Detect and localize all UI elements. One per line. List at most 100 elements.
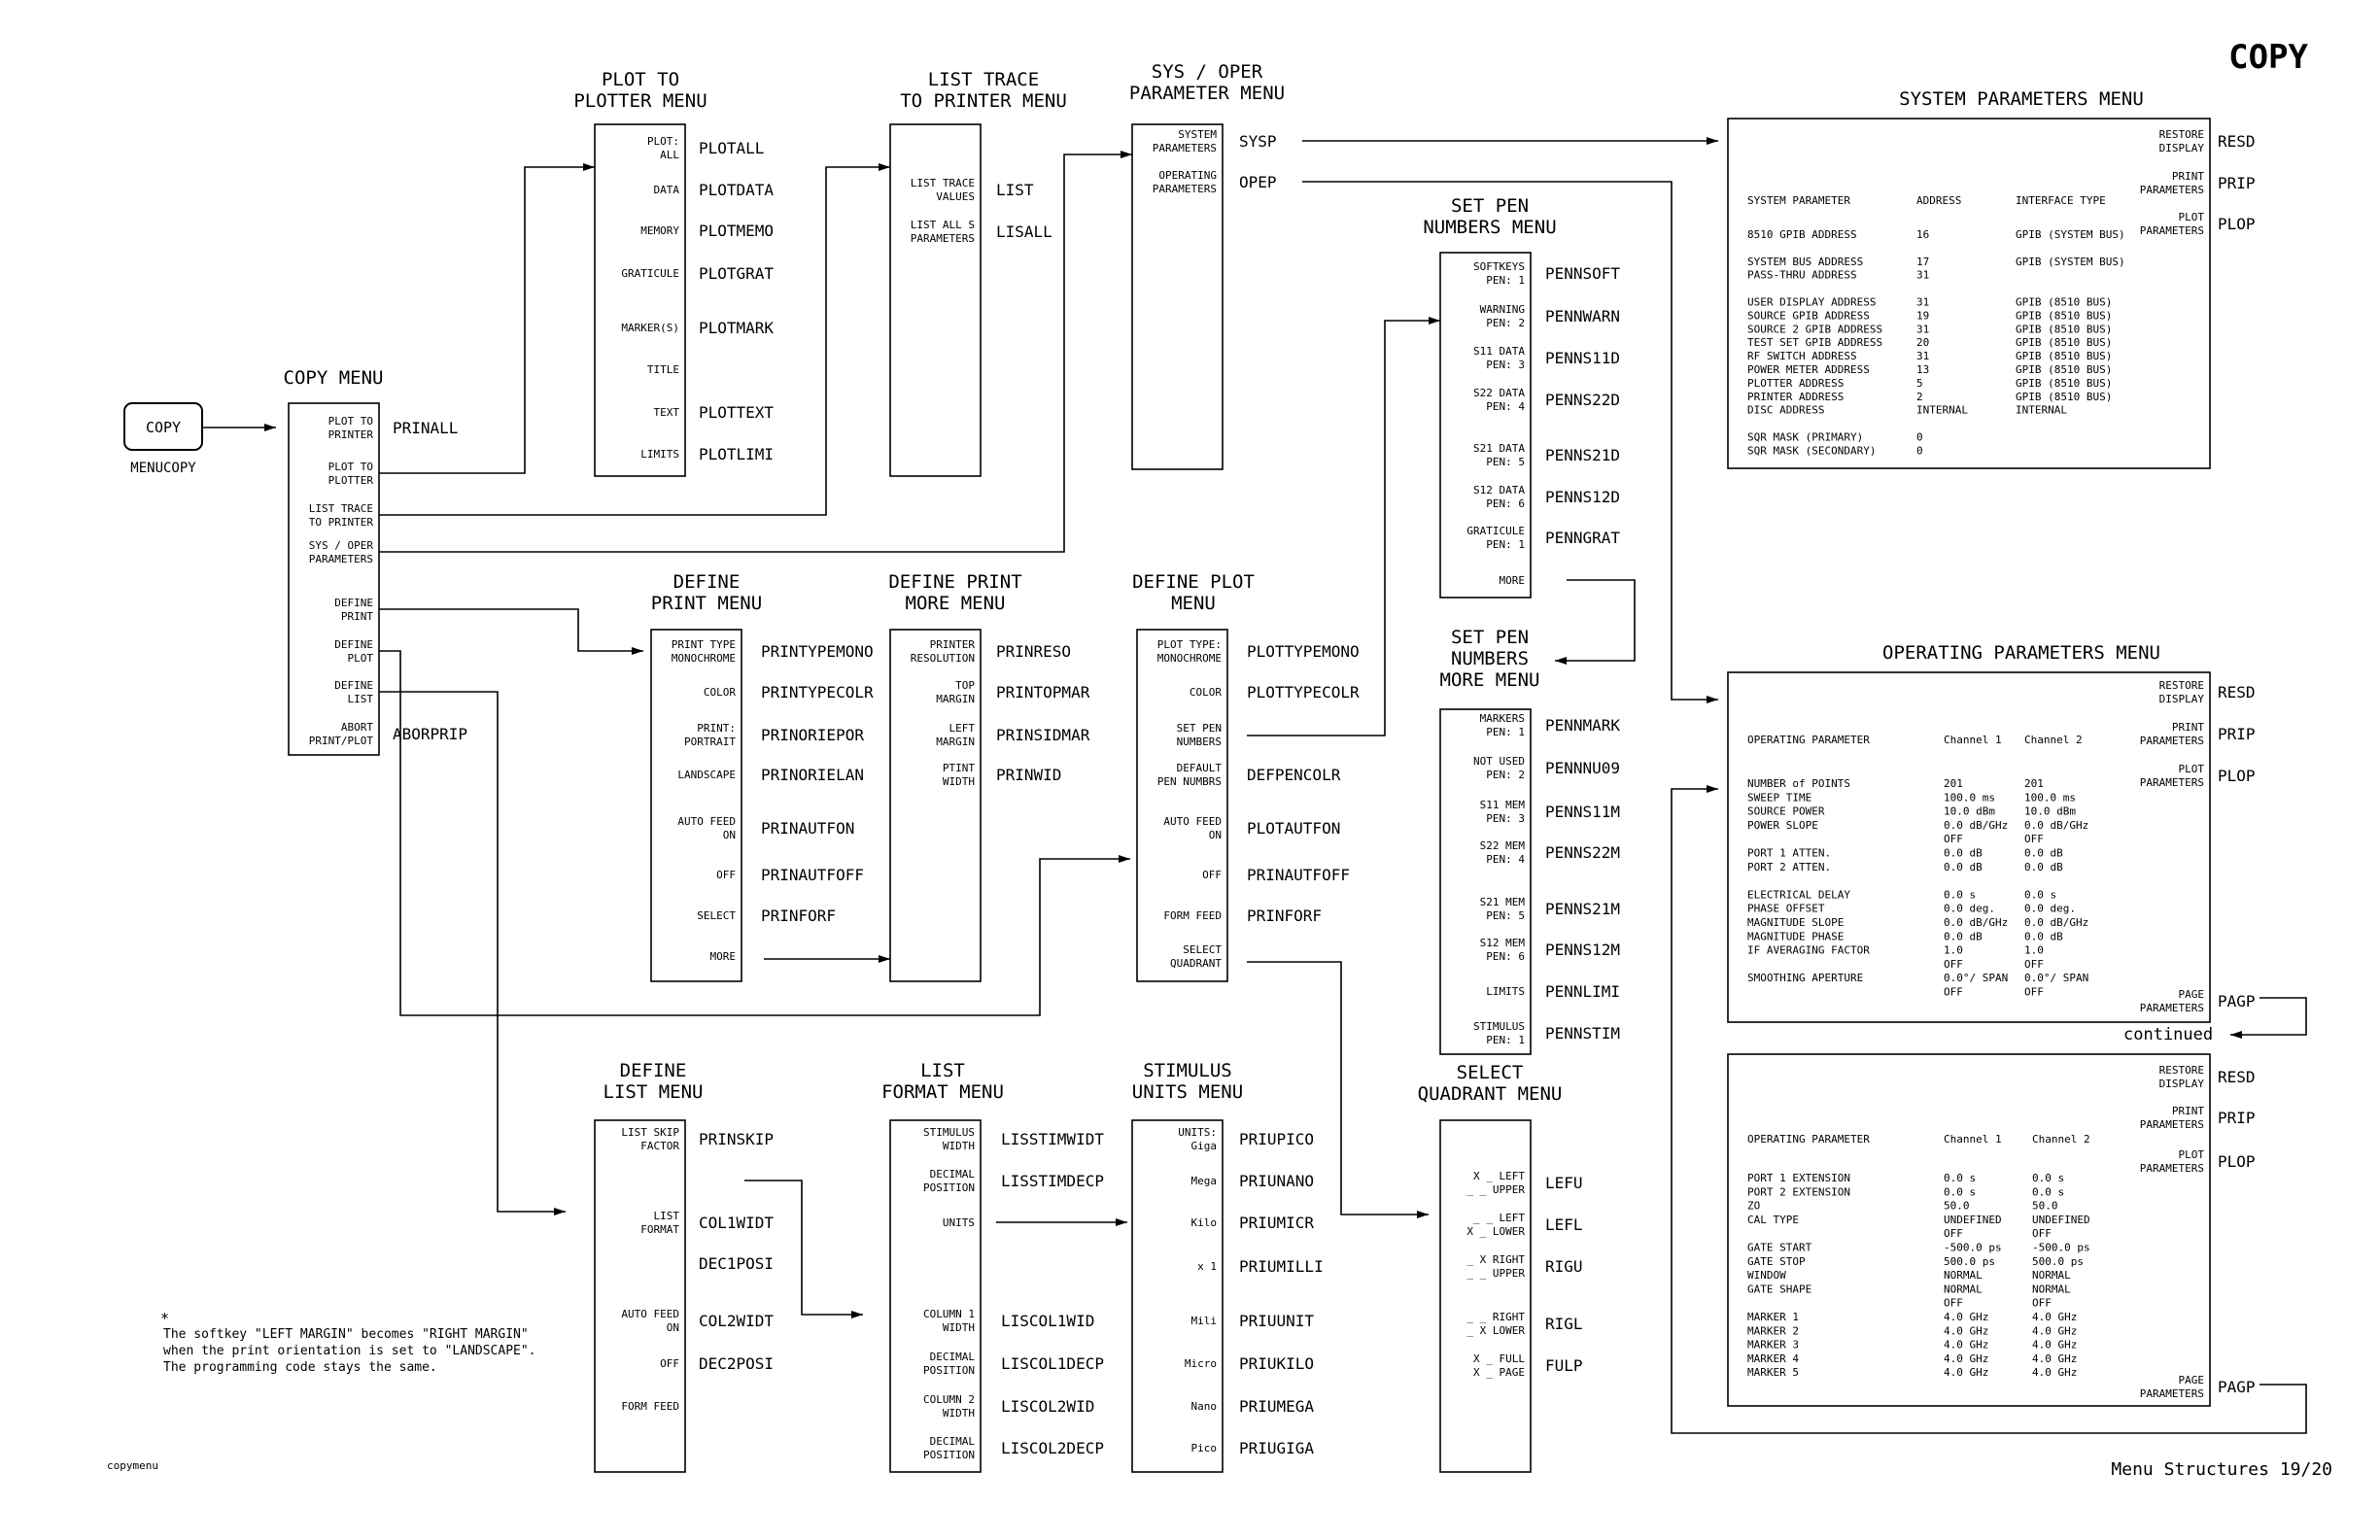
softkey-plot-5[interactable]: TITLE: [647, 363, 679, 376]
softkey-label: PARAMETERS: [2140, 224, 2204, 237]
softkey-label: _ X LOWER: [1466, 1324, 1525, 1337]
softkey-plot-4[interactable]: MARKER(S)PLOTMARK: [621, 319, 774, 337]
softkey-deflist-5[interactable]: FORM FEED: [621, 1400, 679, 1413]
softkey-label: DISPLAY: [2159, 1078, 2205, 1090]
softkey-label: WIDTH: [943, 1321, 975, 1334]
softkey-label: Mili: [1191, 1315, 1218, 1327]
copy-hardkey[interactable]: [123, 402, 203, 451]
copy-key[interactable]: COPY MENUCOPY: [123, 402, 203, 476]
softkey-deflist-2[interactable]: DEC1POSI: [699, 1254, 774, 1273]
softkey-listformat-2[interactable]: UNITS: [943, 1216, 975, 1229]
softkey-setpen-7[interactable]: MORE: [1500, 574, 1526, 587]
softkey-defprint-7[interactable]: MORE: [710, 950, 737, 963]
